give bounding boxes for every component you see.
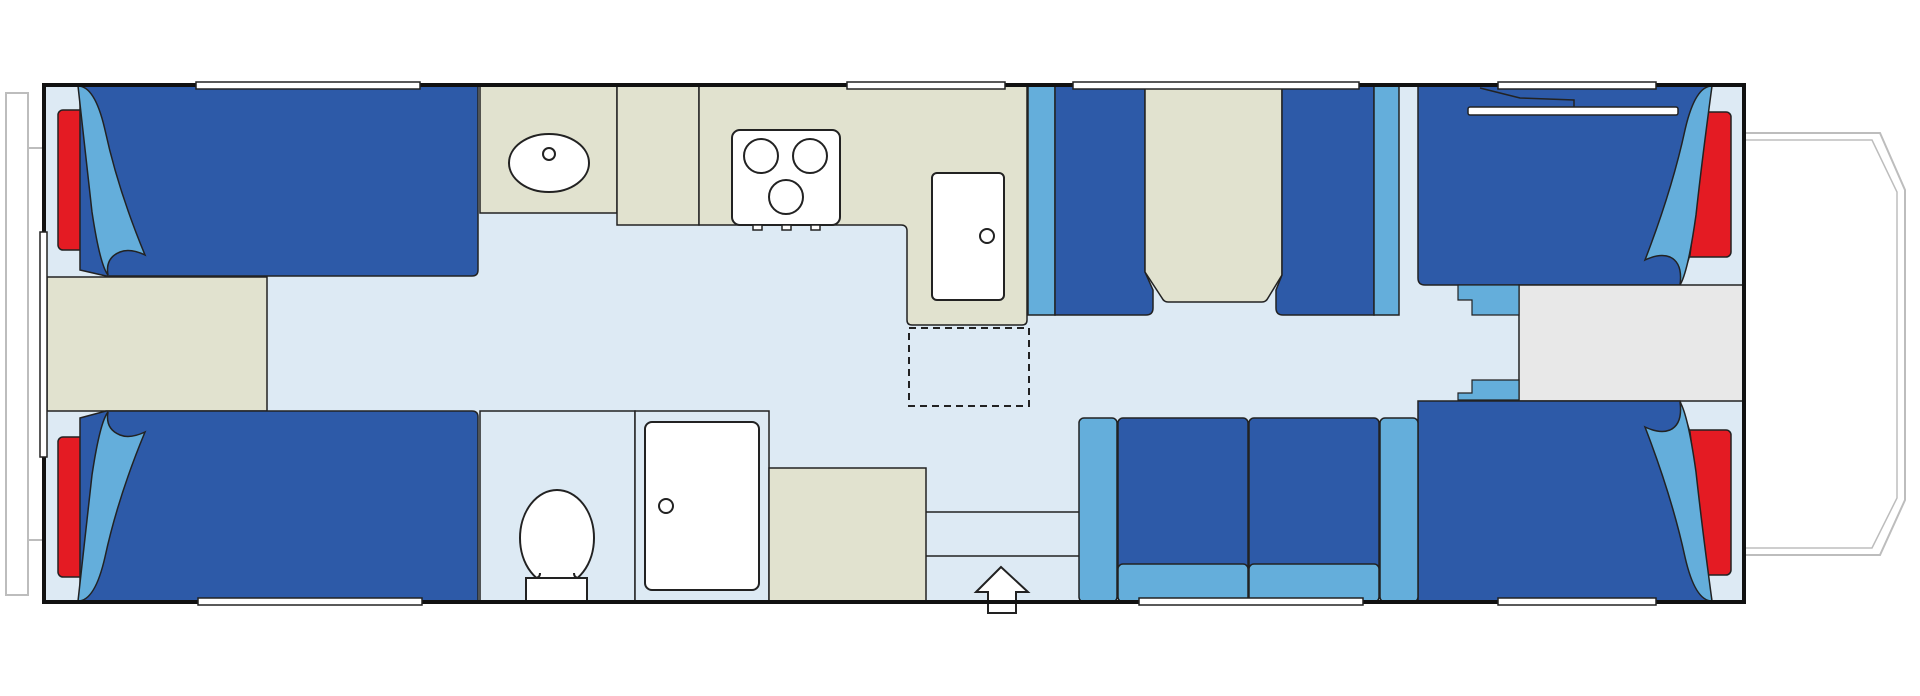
window-bottom-3 — [1497, 597, 1657, 606]
dinette-top-seat-left — [1054, 84, 1154, 316]
blanket-rear-bottom — [77, 411, 147, 602]
blanket-rear-top — [77, 85, 147, 276]
window-top-4 — [1497, 81, 1657, 90]
window-top-3 — [1072, 81, 1360, 90]
hob-knob-3 — [810, 224, 821, 231]
step-cushion-top — [1457, 284, 1520, 316]
window-bottom-2 — [1138, 597, 1364, 606]
burner-3 — [768, 179, 804, 215]
bathroom-cabinet — [768, 467, 927, 603]
window-bottom-1 — [197, 597, 423, 606]
dinette-bottom-armrest-right — [1379, 417, 1419, 603]
step-cushion-bottom — [1457, 379, 1520, 401]
dinette-top-table — [1144, 84, 1283, 303]
hob-knob-2 — [781, 224, 792, 231]
dinette-top-backrest-right — [1373, 84, 1400, 316]
burner-2 — [792, 138, 828, 174]
rear-bumper — [5, 92, 29, 596]
dinette-top-backrest-left — [1027, 84, 1056, 316]
shower-drain — [658, 498, 674, 514]
window-top-1 — [195, 81, 421, 90]
rear-end-panel — [39, 231, 48, 458]
toilet-cistern-base — [525, 577, 588, 603]
shower-tray-icon — [644, 421, 760, 591]
window-top-2 — [846, 81, 1006, 90]
shelf-front-top — [1467, 106, 1679, 116]
toilet-icon — [519, 489, 595, 587]
hob-knob-1 — [752, 224, 763, 231]
kitchen-sink-drain — [979, 228, 995, 244]
tow-hitch — [1745, 132, 1906, 556]
blanket-front-bottom — [1643, 401, 1713, 602]
dinette-top-seat-right — [1275, 84, 1375, 316]
wardrobe — [616, 84, 700, 226]
dinette-bottom-armrest-left — [1078, 417, 1118, 603]
burner-1 — [743, 138, 779, 174]
tow-hitch-inner — [1745, 139, 1898, 549]
kitchen-sink — [931, 172, 1005, 301]
sink-icon — [508, 133, 590, 193]
rear-table — [46, 276, 268, 412]
sink-drain — [542, 147, 556, 161]
bed-rear-top — [79, 84, 479, 277]
dinette-bottom-backrest-2 — [1248, 563, 1380, 603]
blanket-front-top — [1643, 85, 1713, 286]
shelf-front-top-bracket — [1479, 87, 1575, 107]
front-table — [1518, 284, 1745, 402]
dinette-bottom-backrest-1 — [1117, 563, 1249, 603]
worktop-extension — [908, 327, 1030, 407]
